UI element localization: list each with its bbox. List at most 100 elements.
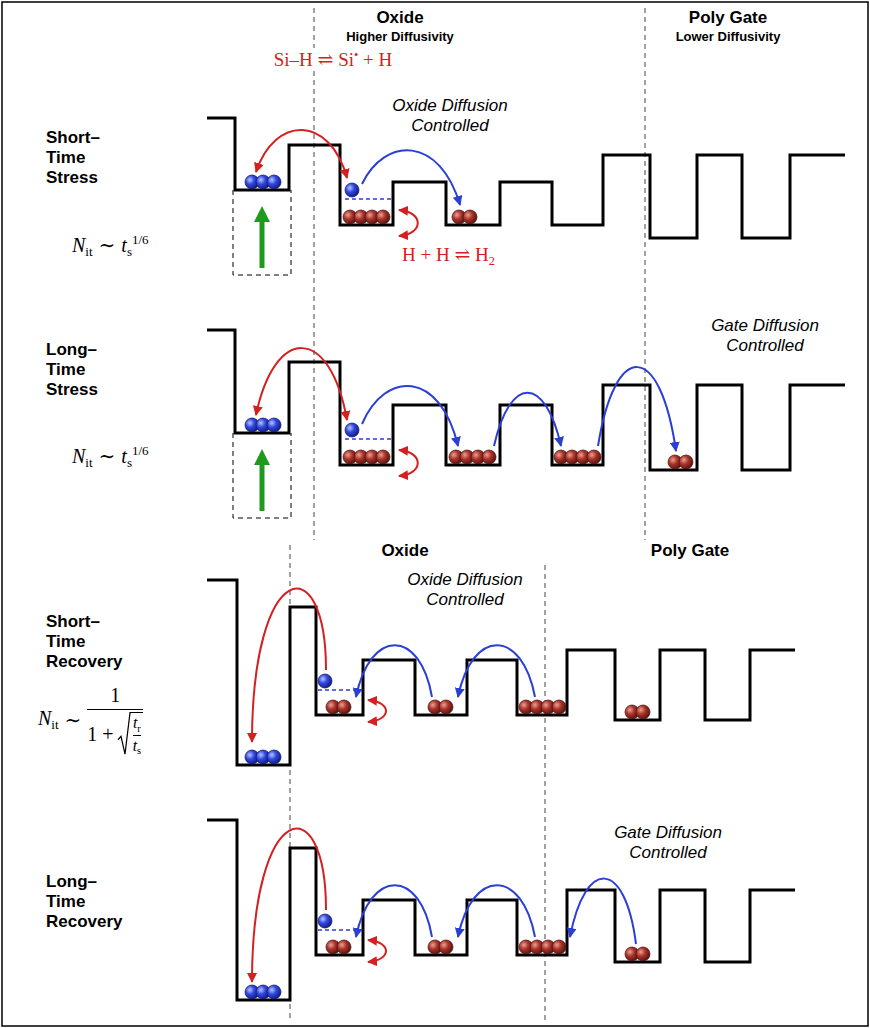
regime-note-group: Gate Diffusion Controlled bbox=[588, 823, 748, 864]
panel-label: Long–Time Recovery bbox=[46, 872, 123, 931]
region-note: Lower Diffusivity bbox=[676, 29, 781, 44]
region-note-group: Higher Diffusivity bbox=[346, 29, 454, 44]
formula-part: r bbox=[137, 723, 140, 734]
reaction-arrow bbox=[368, 700, 386, 722]
energy-profile bbox=[207, 118, 845, 238]
formula-lhs: Nit bbox=[38, 707, 59, 734]
hydrogen-atom bbox=[267, 418, 281, 432]
region-note: Higher Diffusivity bbox=[346, 29, 454, 44]
formula-part: N bbox=[72, 234, 85, 256]
panel-label-group: Long–Time Stress bbox=[46, 340, 128, 400]
hydrogen-molecule bbox=[376, 450, 390, 464]
reaction-formula: H + H ⇌ H bbox=[402, 244, 489, 265]
region-heading-group: Poly Gate bbox=[689, 8, 767, 28]
panel-label: Short–Time Stress bbox=[46, 128, 100, 187]
radical-sign bbox=[118, 713, 131, 754]
hydrogen-atom bbox=[345, 183, 359, 197]
diffusion-arrow bbox=[356, 645, 432, 697]
inner-fraction: trts bbox=[131, 712, 144, 756]
energy-level bbox=[318, 929, 362, 931]
panel-label: Short–Time Recovery bbox=[46, 612, 123, 671]
hydrogen-molecule bbox=[439, 700, 453, 714]
formula-part: 1/6 bbox=[132, 232, 149, 247]
formula-part: it bbox=[85, 244, 92, 259]
formula-part: it bbox=[51, 717, 58, 732]
formula-part: 1 + bbox=[87, 723, 113, 746]
energy-level bbox=[318, 199, 392, 930]
regime-note: Gate Diffusion Controlled bbox=[711, 316, 819, 355]
regime-note-group: Oxide Diffusion Controlled bbox=[385, 570, 545, 611]
reaction-formula: • bbox=[354, 48, 358, 62]
hydrogen-atom bbox=[267, 750, 281, 764]
region-note-group: Lower Diffusivity bbox=[676, 29, 781, 44]
hydrogen-atom bbox=[245, 175, 359, 999]
generation-arrow bbox=[260, 214, 265, 268]
generation-arrow bbox=[260, 214, 265, 511]
formula-part: 1/6 bbox=[132, 443, 149, 458]
diffusion-arrow bbox=[362, 386, 458, 446]
hydrogen-molecule bbox=[552, 940, 566, 954]
hydrogen-atom bbox=[318, 914, 332, 928]
formula-part: s bbox=[127, 244, 132, 259]
regime-note-group: Gate Diffusion Controlled bbox=[685, 316, 845, 357]
diffusion-arrow bbox=[356, 885, 432, 937]
radical-sign bbox=[117, 712, 131, 756]
formula-part: t bbox=[121, 234, 127, 256]
formula-part-group: Nit∼ts1/6 bbox=[72, 443, 149, 471]
reaction-formula-group: H + H ⇌ H2 bbox=[402, 243, 495, 269]
regime-note: Oxide Diffusion Controlled bbox=[392, 96, 507, 135]
hydrogen-molecule bbox=[636, 947, 650, 961]
reaction-arrow bbox=[399, 210, 418, 236]
region-heading: Oxide bbox=[381, 541, 428, 560]
hydrogen-molecule bbox=[679, 455, 693, 469]
reaction-arrow bbox=[399, 450, 418, 476]
hydrogen-molecule bbox=[439, 940, 453, 954]
energy-profile bbox=[207, 820, 795, 1000]
panel-label-group: Short–Time Stress bbox=[46, 128, 128, 188]
diffusion-arrow bbox=[458, 645, 535, 697]
region-heading-group: Poly Gate bbox=[651, 541, 729, 561]
reaction-arrow bbox=[368, 940, 386, 962]
denominator: 1 + trts bbox=[87, 712, 143, 756]
region-heading-group: Oxide bbox=[381, 541, 428, 561]
formula-part: s bbox=[137, 745, 141, 756]
diffusion-arrow bbox=[494, 393, 561, 446]
panel-label: Long–Time Stress bbox=[46, 340, 98, 399]
hydrogen-molecule bbox=[636, 705, 650, 719]
panel-label-group: Short–Time Recovery bbox=[46, 612, 128, 672]
region-heading: Poly Gate bbox=[689, 8, 767, 27]
fraction: 1 1 + trts bbox=[87, 684, 143, 756]
formula-part-group: Nit ∼ts1/6 bbox=[72, 232, 149, 260]
formula-part: ∼ bbox=[65, 708, 82, 732]
trap-box bbox=[233, 433, 291, 518]
hydrogen-atom bbox=[318, 674, 332, 688]
diffusion-arrow bbox=[598, 367, 676, 451]
numerator: 1 bbox=[87, 684, 143, 707]
formula-part: N bbox=[72, 445, 85, 467]
formula-part: ∼ bbox=[99, 234, 116, 256]
regime-note-group: Oxide Diffusion Controlled bbox=[370, 96, 530, 137]
hydrogen-molecule bbox=[552, 700, 566, 714]
hydrogen-atom bbox=[267, 175, 281, 189]
region-heading-group: Oxide bbox=[376, 8, 423, 28]
region-boundary bbox=[314, 8, 315, 540]
hydrogen-atom bbox=[345, 423, 359, 437]
reaction-arrow bbox=[256, 348, 347, 420]
reaction-formula-group: Si–H ⇌ Si•+ H bbox=[271, 48, 396, 71]
hydrogen-molecule bbox=[482, 450, 496, 464]
formula-part: t bbox=[121, 445, 127, 467]
formula-part: ∼ bbox=[99, 445, 116, 467]
region-boundary bbox=[645, 8, 646, 540]
panel-label-group: Long–Time Recovery bbox=[46, 872, 128, 932]
hydrogen-atom bbox=[267, 985, 281, 999]
region-heading: Poly Gate bbox=[651, 541, 729, 560]
formula-part: s bbox=[127, 455, 132, 470]
recovery-formula: Nit ∼ 1 1 + trts bbox=[38, 684, 143, 756]
diffusion-arrow bbox=[570, 879, 636, 944]
regime-note: Gate Diffusion Controlled bbox=[614, 823, 722, 862]
regime-note: Oxide Diffusion Controlled bbox=[407, 570, 522, 609]
formula-part: 1 bbox=[110, 684, 120, 706]
trap-box bbox=[233, 190, 291, 275]
energy-profile bbox=[207, 118, 845, 1000]
